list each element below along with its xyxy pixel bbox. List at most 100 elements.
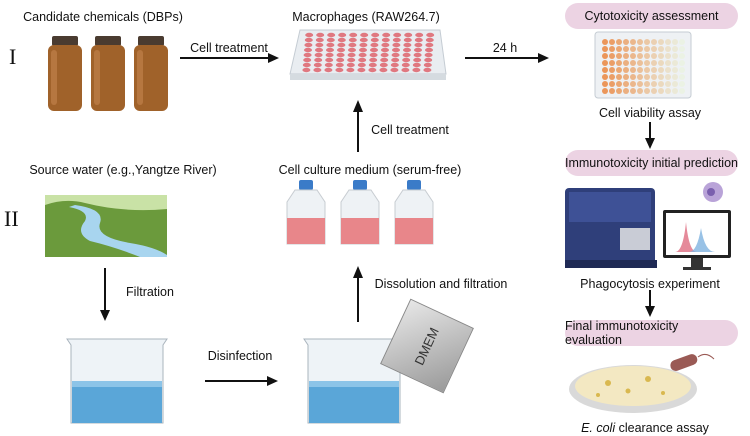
viability-well xyxy=(637,39,643,45)
viability-well xyxy=(644,60,650,66)
viability-well xyxy=(679,81,685,87)
viability-well xyxy=(658,53,664,59)
source-water-label: Source water (e.g.,Yangtze River) xyxy=(29,163,217,177)
viability-well xyxy=(672,53,678,59)
plate-well xyxy=(370,42,379,48)
plate-well xyxy=(348,37,357,43)
row-label-ii: II xyxy=(4,206,19,231)
plate-well xyxy=(415,32,424,38)
viability-well xyxy=(658,46,664,52)
viability-well xyxy=(644,39,650,45)
plate-well xyxy=(346,67,355,73)
row-label-i: I xyxy=(9,44,17,69)
viability-well xyxy=(679,74,685,80)
viability-well xyxy=(609,74,615,80)
ecoli-italic: E. coli xyxy=(581,421,616,435)
plate-well xyxy=(347,52,356,58)
plate-well xyxy=(326,42,335,48)
viability-well xyxy=(602,60,608,66)
arrow-up-icon xyxy=(353,266,363,322)
viability-well xyxy=(679,88,685,94)
viability-well xyxy=(651,53,657,59)
plate-well xyxy=(324,62,333,68)
plate-well xyxy=(316,32,325,38)
plate-well xyxy=(403,47,411,53)
plate-well xyxy=(305,32,314,38)
plate-well xyxy=(314,52,323,58)
plate-well xyxy=(325,57,334,63)
plate-well xyxy=(337,37,346,43)
stage-immunotoxicity-prediction: Immunotoxicity initial prediction xyxy=(565,150,738,176)
viability-well xyxy=(665,46,671,52)
viability-well xyxy=(623,46,629,52)
plate-well xyxy=(337,42,346,48)
viability-well xyxy=(609,46,615,52)
plate-well xyxy=(326,37,335,43)
plate-well xyxy=(382,32,391,38)
plate-well xyxy=(359,47,367,53)
viability-well xyxy=(658,74,664,80)
plate-well xyxy=(380,57,389,63)
plate-well xyxy=(423,67,432,73)
arrow-right-icon xyxy=(180,53,279,63)
viability-well xyxy=(630,67,636,73)
candidate-chemicals-label: Candidate chemicals (DBPs) xyxy=(23,10,183,24)
plate-well xyxy=(337,47,345,53)
viability-well xyxy=(616,39,622,45)
viability-well xyxy=(602,46,608,52)
plate-well xyxy=(326,47,334,53)
plate-well xyxy=(371,32,380,38)
plate-well xyxy=(304,42,313,48)
viability-well xyxy=(665,67,671,73)
viability-well xyxy=(630,46,636,52)
plate-well xyxy=(401,62,410,68)
viability-well xyxy=(637,53,643,59)
plate-well xyxy=(368,62,377,68)
viability-well xyxy=(602,74,608,80)
plate-well xyxy=(358,57,367,63)
plate-well xyxy=(412,67,421,73)
viability-well xyxy=(658,39,664,45)
viability-well xyxy=(665,39,671,45)
viability-well xyxy=(630,88,636,94)
clearance-text: clearance assay xyxy=(615,421,709,435)
viability-well xyxy=(658,67,664,73)
viability-well xyxy=(602,67,608,73)
viability-well xyxy=(679,46,685,52)
viability-well xyxy=(623,67,629,73)
viability-well xyxy=(623,81,629,87)
viability-well xyxy=(616,67,622,73)
plate-well xyxy=(425,47,433,53)
viability-well xyxy=(637,60,643,66)
plate-well xyxy=(391,52,400,58)
viability-well xyxy=(651,74,657,80)
viability-well xyxy=(602,39,608,45)
plate-well xyxy=(370,37,379,43)
plate-well xyxy=(369,52,378,58)
viability-well xyxy=(602,81,608,87)
plate-well xyxy=(357,62,366,68)
plate-well xyxy=(349,32,358,38)
viability-well xyxy=(672,74,678,80)
disinfection-label: Disinfection xyxy=(207,349,273,363)
cell-viability-label: Cell viability assay xyxy=(598,106,702,120)
plate-well xyxy=(414,47,422,53)
plate-well xyxy=(314,57,323,63)
filtration-label: Filtration xyxy=(126,285,174,299)
plate-well xyxy=(414,37,423,43)
plate-well xyxy=(359,37,368,43)
viability-well xyxy=(602,88,608,94)
plate-well xyxy=(393,32,402,38)
viability-well xyxy=(637,46,643,52)
plate-well xyxy=(413,52,422,58)
viability-well xyxy=(672,60,678,66)
arrow-down-icon xyxy=(645,290,655,317)
plate-well xyxy=(424,57,433,63)
plate-well xyxy=(346,62,355,68)
plate-well xyxy=(370,47,378,53)
plate-well xyxy=(381,37,390,43)
viability-well xyxy=(637,88,643,94)
plate-well xyxy=(392,42,401,48)
viability-well xyxy=(672,46,678,52)
